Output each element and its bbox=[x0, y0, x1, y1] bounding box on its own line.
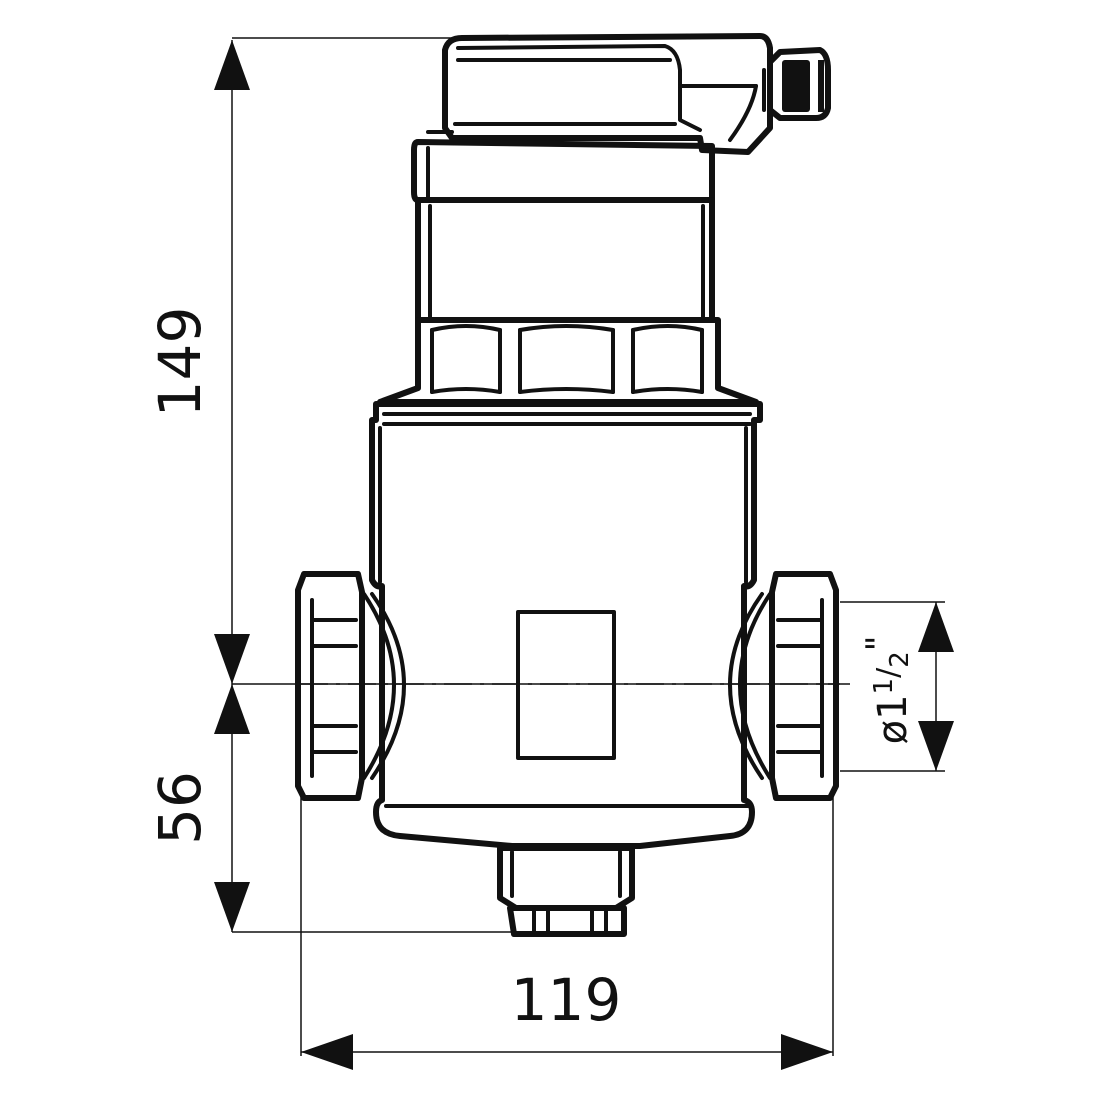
extension-lines bbox=[232, 37, 945, 1056]
svg-text:ø11/2": ø11/2" bbox=[859, 636, 916, 745]
separator-device bbox=[295, 33, 839, 937]
hex-nut bbox=[377, 317, 759, 405]
arrowhead-mid-up bbox=[214, 634, 250, 684]
bottom-drain bbox=[497, 845, 635, 937]
arrowhead-port-top bbox=[918, 602, 954, 652]
air-vent-valve bbox=[762, 47, 831, 121]
diameter-whole: 1 bbox=[870, 694, 916, 719]
top-cap bbox=[426, 33, 773, 155]
dimension-label-149: 149 bbox=[146, 307, 214, 418]
arrowhead-right bbox=[781, 1034, 833, 1070]
diameter-symbol: ø bbox=[870, 720, 916, 744]
main-body bbox=[369, 401, 763, 849]
dimension-149 bbox=[214, 40, 250, 684]
diameter-denominator: 2 bbox=[885, 651, 915, 668]
dimension-port-diameter bbox=[918, 602, 954, 771]
arrowhead-port-bottom bbox=[918, 721, 954, 771]
diameter-unit: " bbox=[859, 636, 899, 652]
upper-collar bbox=[411, 139, 715, 203]
dimension-label-119: 119 bbox=[511, 966, 622, 1034]
dimension-label-56: 56 bbox=[146, 771, 214, 845]
neck-cylinder bbox=[415, 197, 715, 323]
arrowhead-bottom bbox=[214, 882, 250, 932]
arrowhead-mid-down bbox=[214, 684, 250, 734]
dimension-label-port-diameter: ø11/2" bbox=[859, 636, 916, 745]
diameter-fraction-slash: / bbox=[871, 667, 906, 678]
right-connection bbox=[728, 571, 839, 801]
arrowhead-left bbox=[301, 1034, 353, 1070]
arrowhead-top bbox=[214, 40, 250, 90]
left-connection bbox=[295, 571, 406, 801]
dimension-119 bbox=[301, 1034, 833, 1070]
dimension-56 bbox=[214, 684, 250, 932]
diameter-numerator: 1 bbox=[869, 678, 899, 695]
label-plate bbox=[516, 610, 616, 760]
